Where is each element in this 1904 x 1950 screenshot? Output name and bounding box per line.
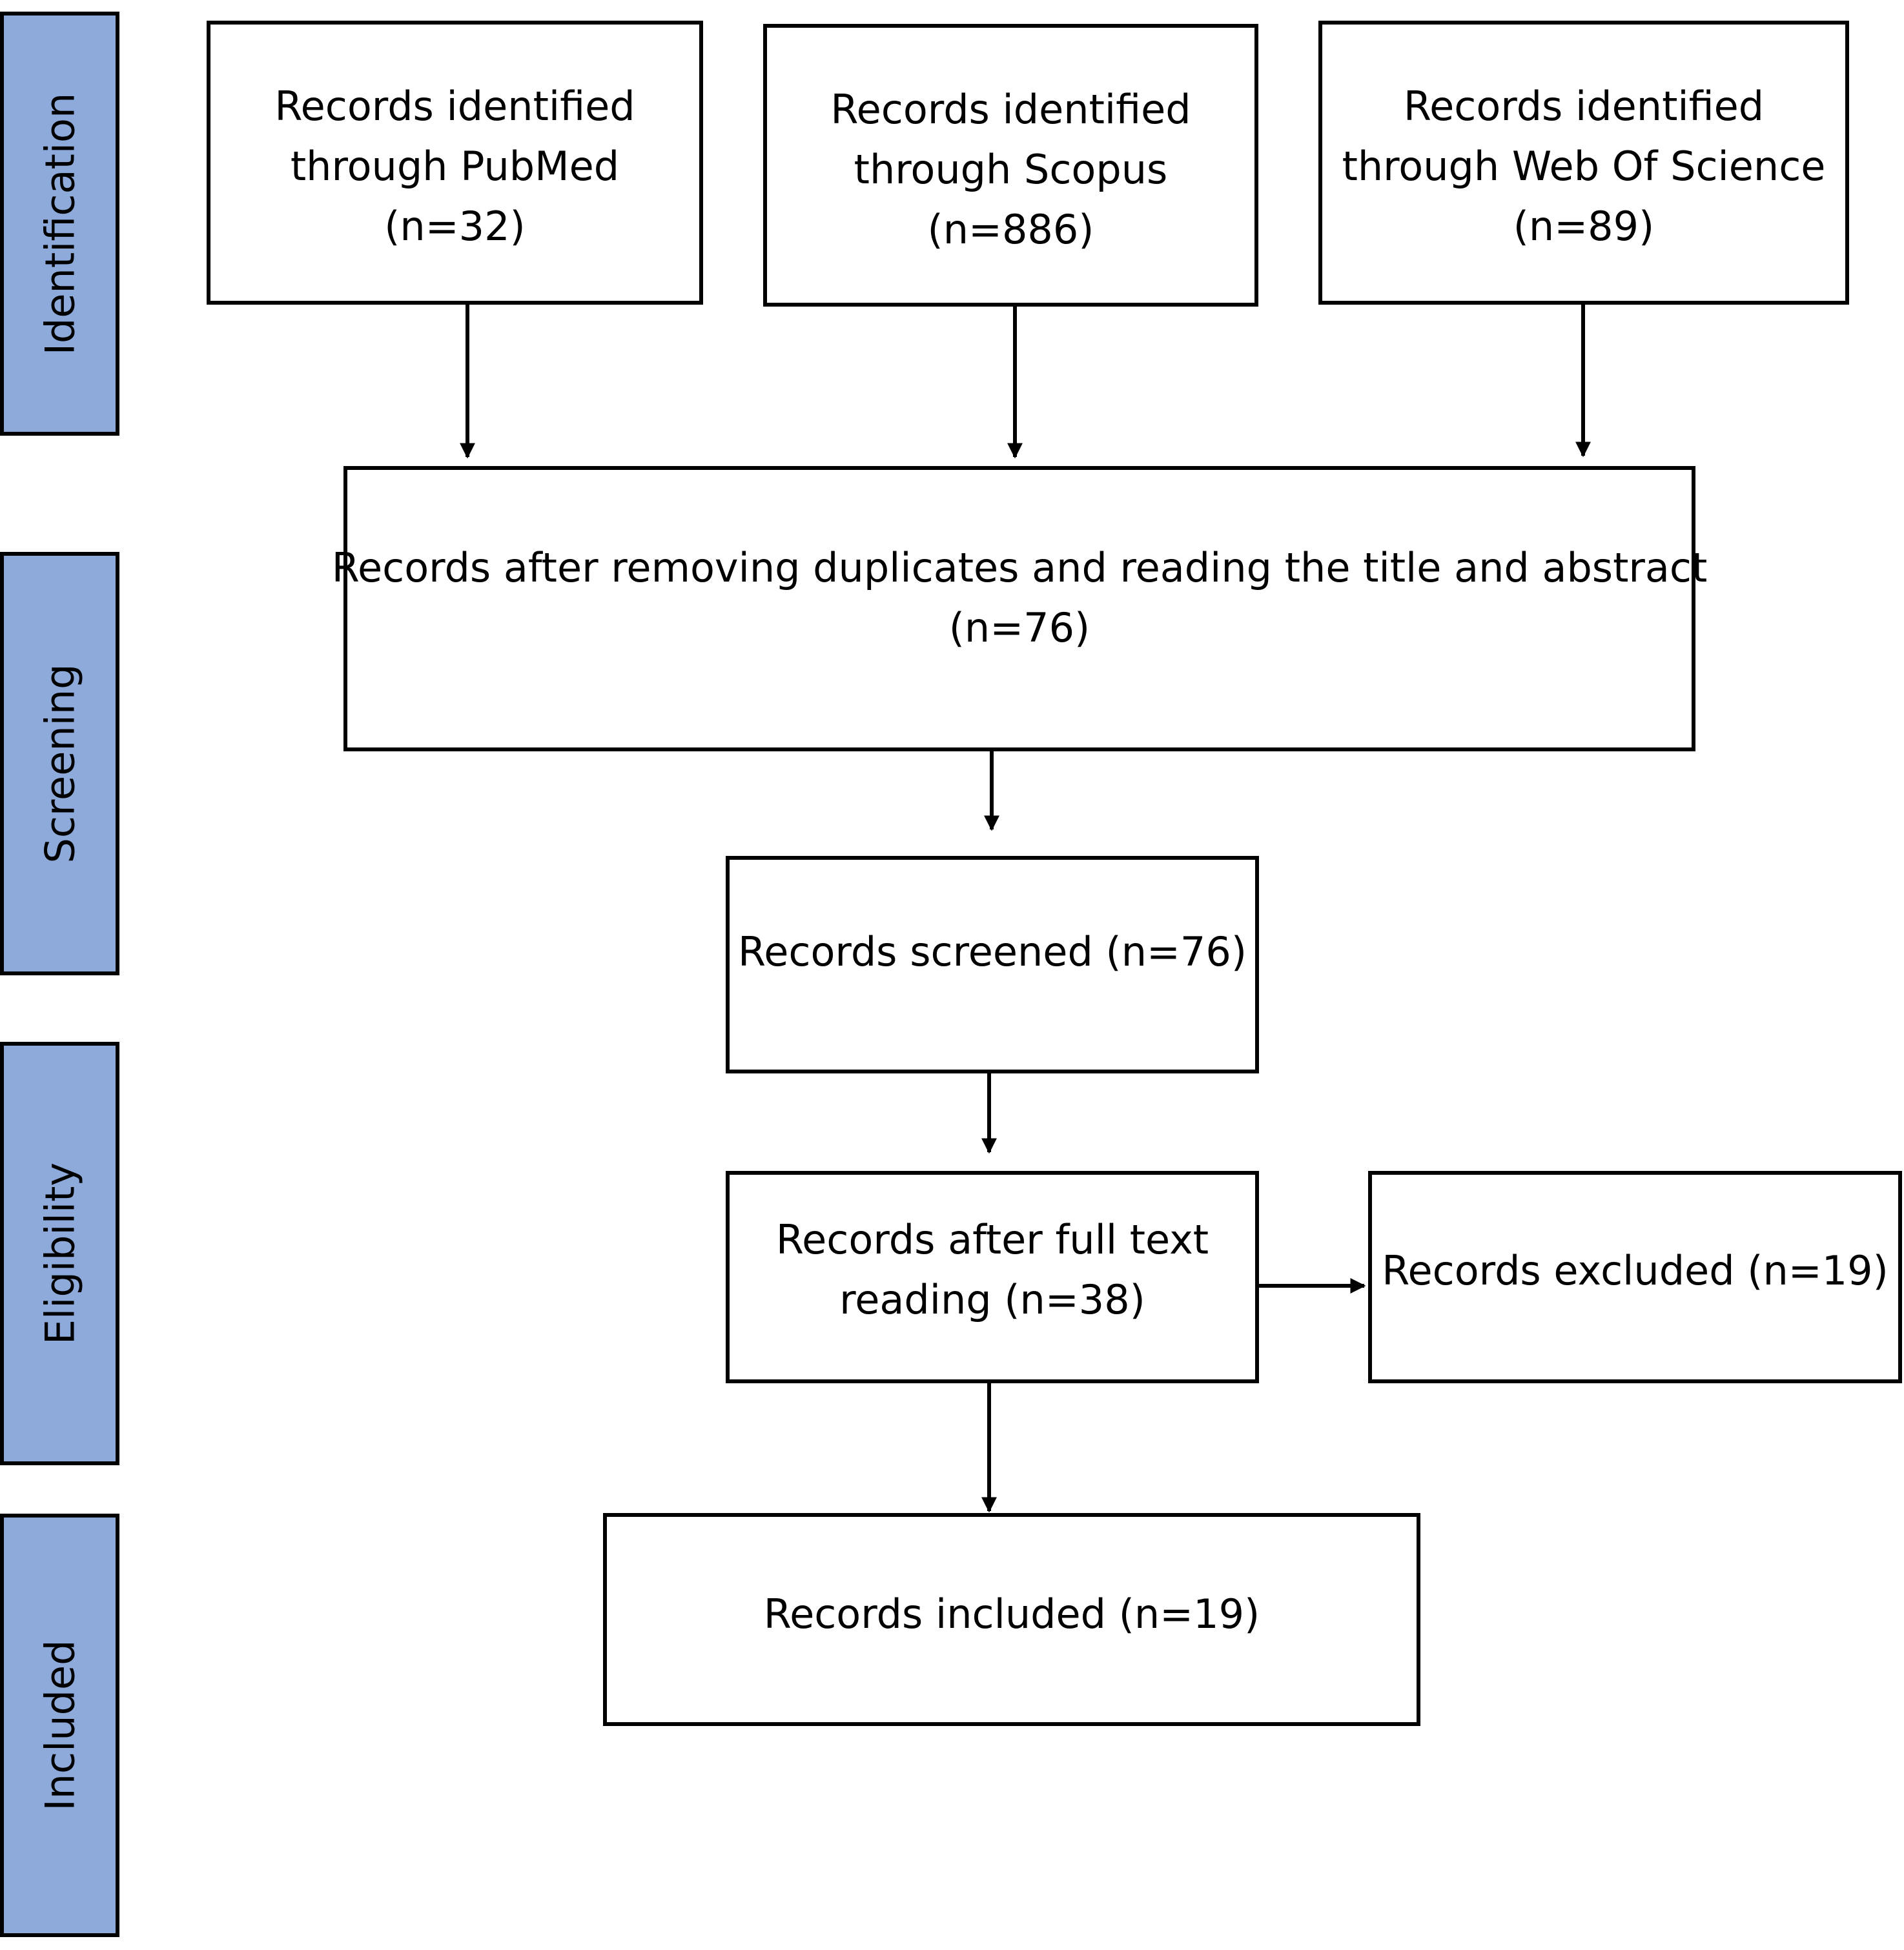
box-line: Records after full text	[775, 1216, 1209, 1263]
box-records-screened: Records screened (n=76)	[726, 856, 1259, 1073]
box-line: through PubMed	[290, 143, 620, 190]
box-records-included: Records included (n=19)	[603, 1513, 1420, 1726]
stage-screening: Screening	[0, 552, 119, 975]
stage-label: Included	[36, 1640, 83, 1811]
box-line: Records screened (n=76)	[737, 928, 1247, 975]
box-line: reading (n=38)	[839, 1276, 1145, 1323]
stage-eligibility: Eligibility	[0, 1042, 119, 1465]
box-line: through Scopus	[854, 146, 1168, 193]
box-scopus: Records identified through Scopus (n=886…	[763, 24, 1258, 307]
stage-label: Screening	[36, 664, 83, 864]
box-line: Records identified	[274, 83, 635, 130]
box-line: through Web Of Science	[1342, 143, 1826, 190]
box-line: (n=89)	[1513, 203, 1655, 250]
box-line: Records included (n=19)	[763, 1590, 1260, 1638]
box-line: Records excluded (n=19)	[1382, 1247, 1889, 1294]
stage-included: Included	[0, 1514, 119, 1937]
stage-identification: Identification	[0, 12, 119, 436]
box-line: (n=886)	[927, 206, 1094, 253]
stage-label: Eligibility	[36, 1162, 83, 1345]
box-line: Records after removing duplicates and re…	[331, 544, 1708, 591]
box-pubmed: Records identified through PubMed (n=32)	[207, 21, 703, 305]
box-line: Records identified	[1403, 83, 1765, 130]
box-full-text: Records after full text reading (n=38)	[726, 1171, 1259, 1383]
box-after-duplicates: Records after removing duplicates and re…	[332, 466, 1707, 751]
stage-label: Identification	[36, 92, 83, 355]
box-line: (n=32)	[384, 203, 526, 250]
box-records-excluded: Records excluded (n=19)	[1368, 1171, 1902, 1383]
box-web-of-science: Records identified through Web Of Scienc…	[1318, 21, 1849, 305]
box-line: (n=76)	[948, 604, 1090, 651]
box-line: Records identified	[830, 86, 1191, 133]
